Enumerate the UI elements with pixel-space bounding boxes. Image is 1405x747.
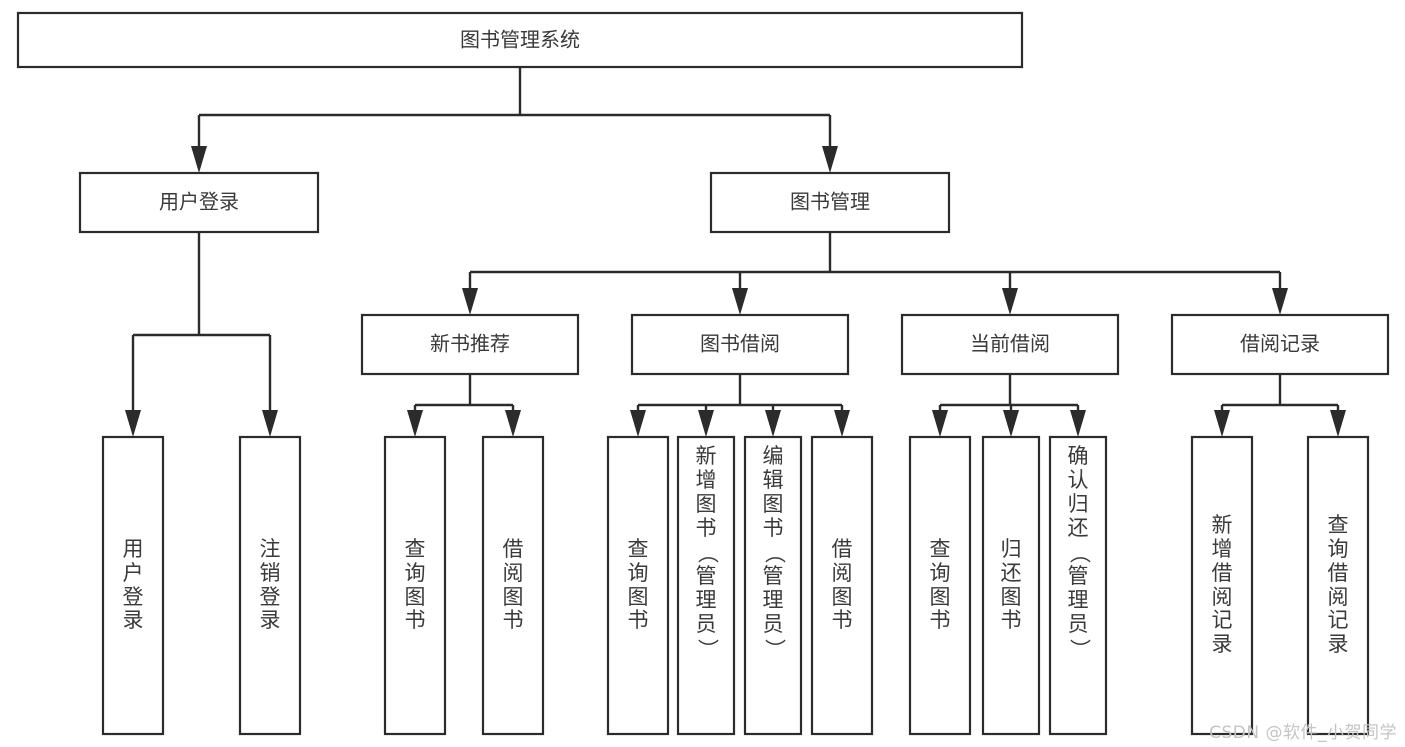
arrow-head-leaf-confirm-return xyxy=(1070,410,1086,437)
arrow-head-leaf-user-login xyxy=(125,410,141,437)
leaf-box-group xyxy=(101,435,1370,736)
node-borrow-record[interactable]: 借阅记录 xyxy=(1170,313,1390,376)
node-current-borrow-box[interactable] xyxy=(900,313,1120,376)
node-leaf-add-record-box[interactable] xyxy=(1190,435,1254,736)
node-leaf-query-book-cur-box[interactable] xyxy=(908,435,972,736)
node-new-book-rec[interactable]: 新书推荐 xyxy=(360,313,580,376)
arrow-head-book-manage xyxy=(822,146,838,173)
arrow-head-leaf-borrow-book-rec xyxy=(505,410,521,437)
node-root[interactable]: 图书管理系统 xyxy=(16,11,1024,69)
node-borrow-record-label: 借阅记录 xyxy=(1240,332,1320,356)
node-user-login-label: 用户登录 xyxy=(159,190,239,214)
connector-group xyxy=(125,67,1346,437)
csdn-watermark: CSDN @软件_小贺同学 xyxy=(1209,723,1397,743)
node-leaf-borrow-book-box[interactable] xyxy=(810,435,874,736)
node-book-manage-label: 图书管理 xyxy=(790,190,870,214)
arrow-head-leaf-edit-book xyxy=(765,410,781,437)
arrow-head-borrow-record xyxy=(1272,288,1288,315)
node-leaf-logout-box[interactable] xyxy=(238,435,302,736)
node-current-borrow-label: 当前借阅 xyxy=(970,332,1050,356)
node-book-manage-box[interactable] xyxy=(709,171,951,234)
arrow-head-leaf-add-book xyxy=(698,410,714,437)
arrow-head-new-book-rec xyxy=(462,288,478,315)
arrow-head-leaf-add-record xyxy=(1214,410,1230,437)
node-new-book-rec-label: 新书推荐 xyxy=(430,332,510,356)
arrow-head-user-login xyxy=(191,146,207,173)
node-leaf-return-book-box[interactable] xyxy=(981,435,1041,736)
arrow-head-leaf-return-book xyxy=(1003,410,1019,437)
node-book-borrow-box[interactable] xyxy=(630,313,850,376)
node-book-borrow[interactable]: 图书借阅 xyxy=(630,313,850,376)
node-root-box[interactable] xyxy=(16,11,1024,69)
node-leaf-user-login-box[interactable] xyxy=(101,435,165,736)
node-new-book-rec-box[interactable] xyxy=(360,313,580,376)
node-book-manage[interactable]: 图书管理 xyxy=(709,171,951,234)
arrow-head-leaf-query-record xyxy=(1330,410,1346,437)
node-leaf-borrow-book-rec-box[interactable] xyxy=(481,435,545,736)
node-book-borrow-label: 图书借阅 xyxy=(700,332,780,356)
node-user-login[interactable]: 用户登录 xyxy=(78,171,320,234)
arrow-head-leaf-logout xyxy=(262,410,278,437)
arrow-head-leaf-query-book-borrow xyxy=(630,410,646,437)
node-leaf-query-book-rec-box[interactable] xyxy=(383,435,447,736)
node-leaf-edit-book-box[interactable] xyxy=(743,435,803,736)
arrow-head-current-borrow xyxy=(1002,288,1018,315)
node-leaf-query-record-box[interactable] xyxy=(1306,435,1370,736)
node-leaf-query-book-borrow-box[interactable] xyxy=(606,435,670,736)
node-user-login-box[interactable] xyxy=(78,171,320,234)
node-current-borrow[interactable]: 当前借阅 xyxy=(900,313,1120,376)
node-leaf-confirm-return-box[interactable] xyxy=(1048,435,1108,736)
node-leaf-add-book-box[interactable] xyxy=(676,435,736,736)
arrow-head-book-borrow xyxy=(732,288,748,315)
arrow-head-leaf-query-book-cur xyxy=(932,410,948,437)
node-borrow-record-box[interactable] xyxy=(1170,313,1390,376)
arrow-head-leaf-borrow-book xyxy=(834,410,850,437)
node-root-label: 图书管理系统 xyxy=(460,28,580,52)
arrow-head-leaf-query-book-rec xyxy=(407,410,423,437)
